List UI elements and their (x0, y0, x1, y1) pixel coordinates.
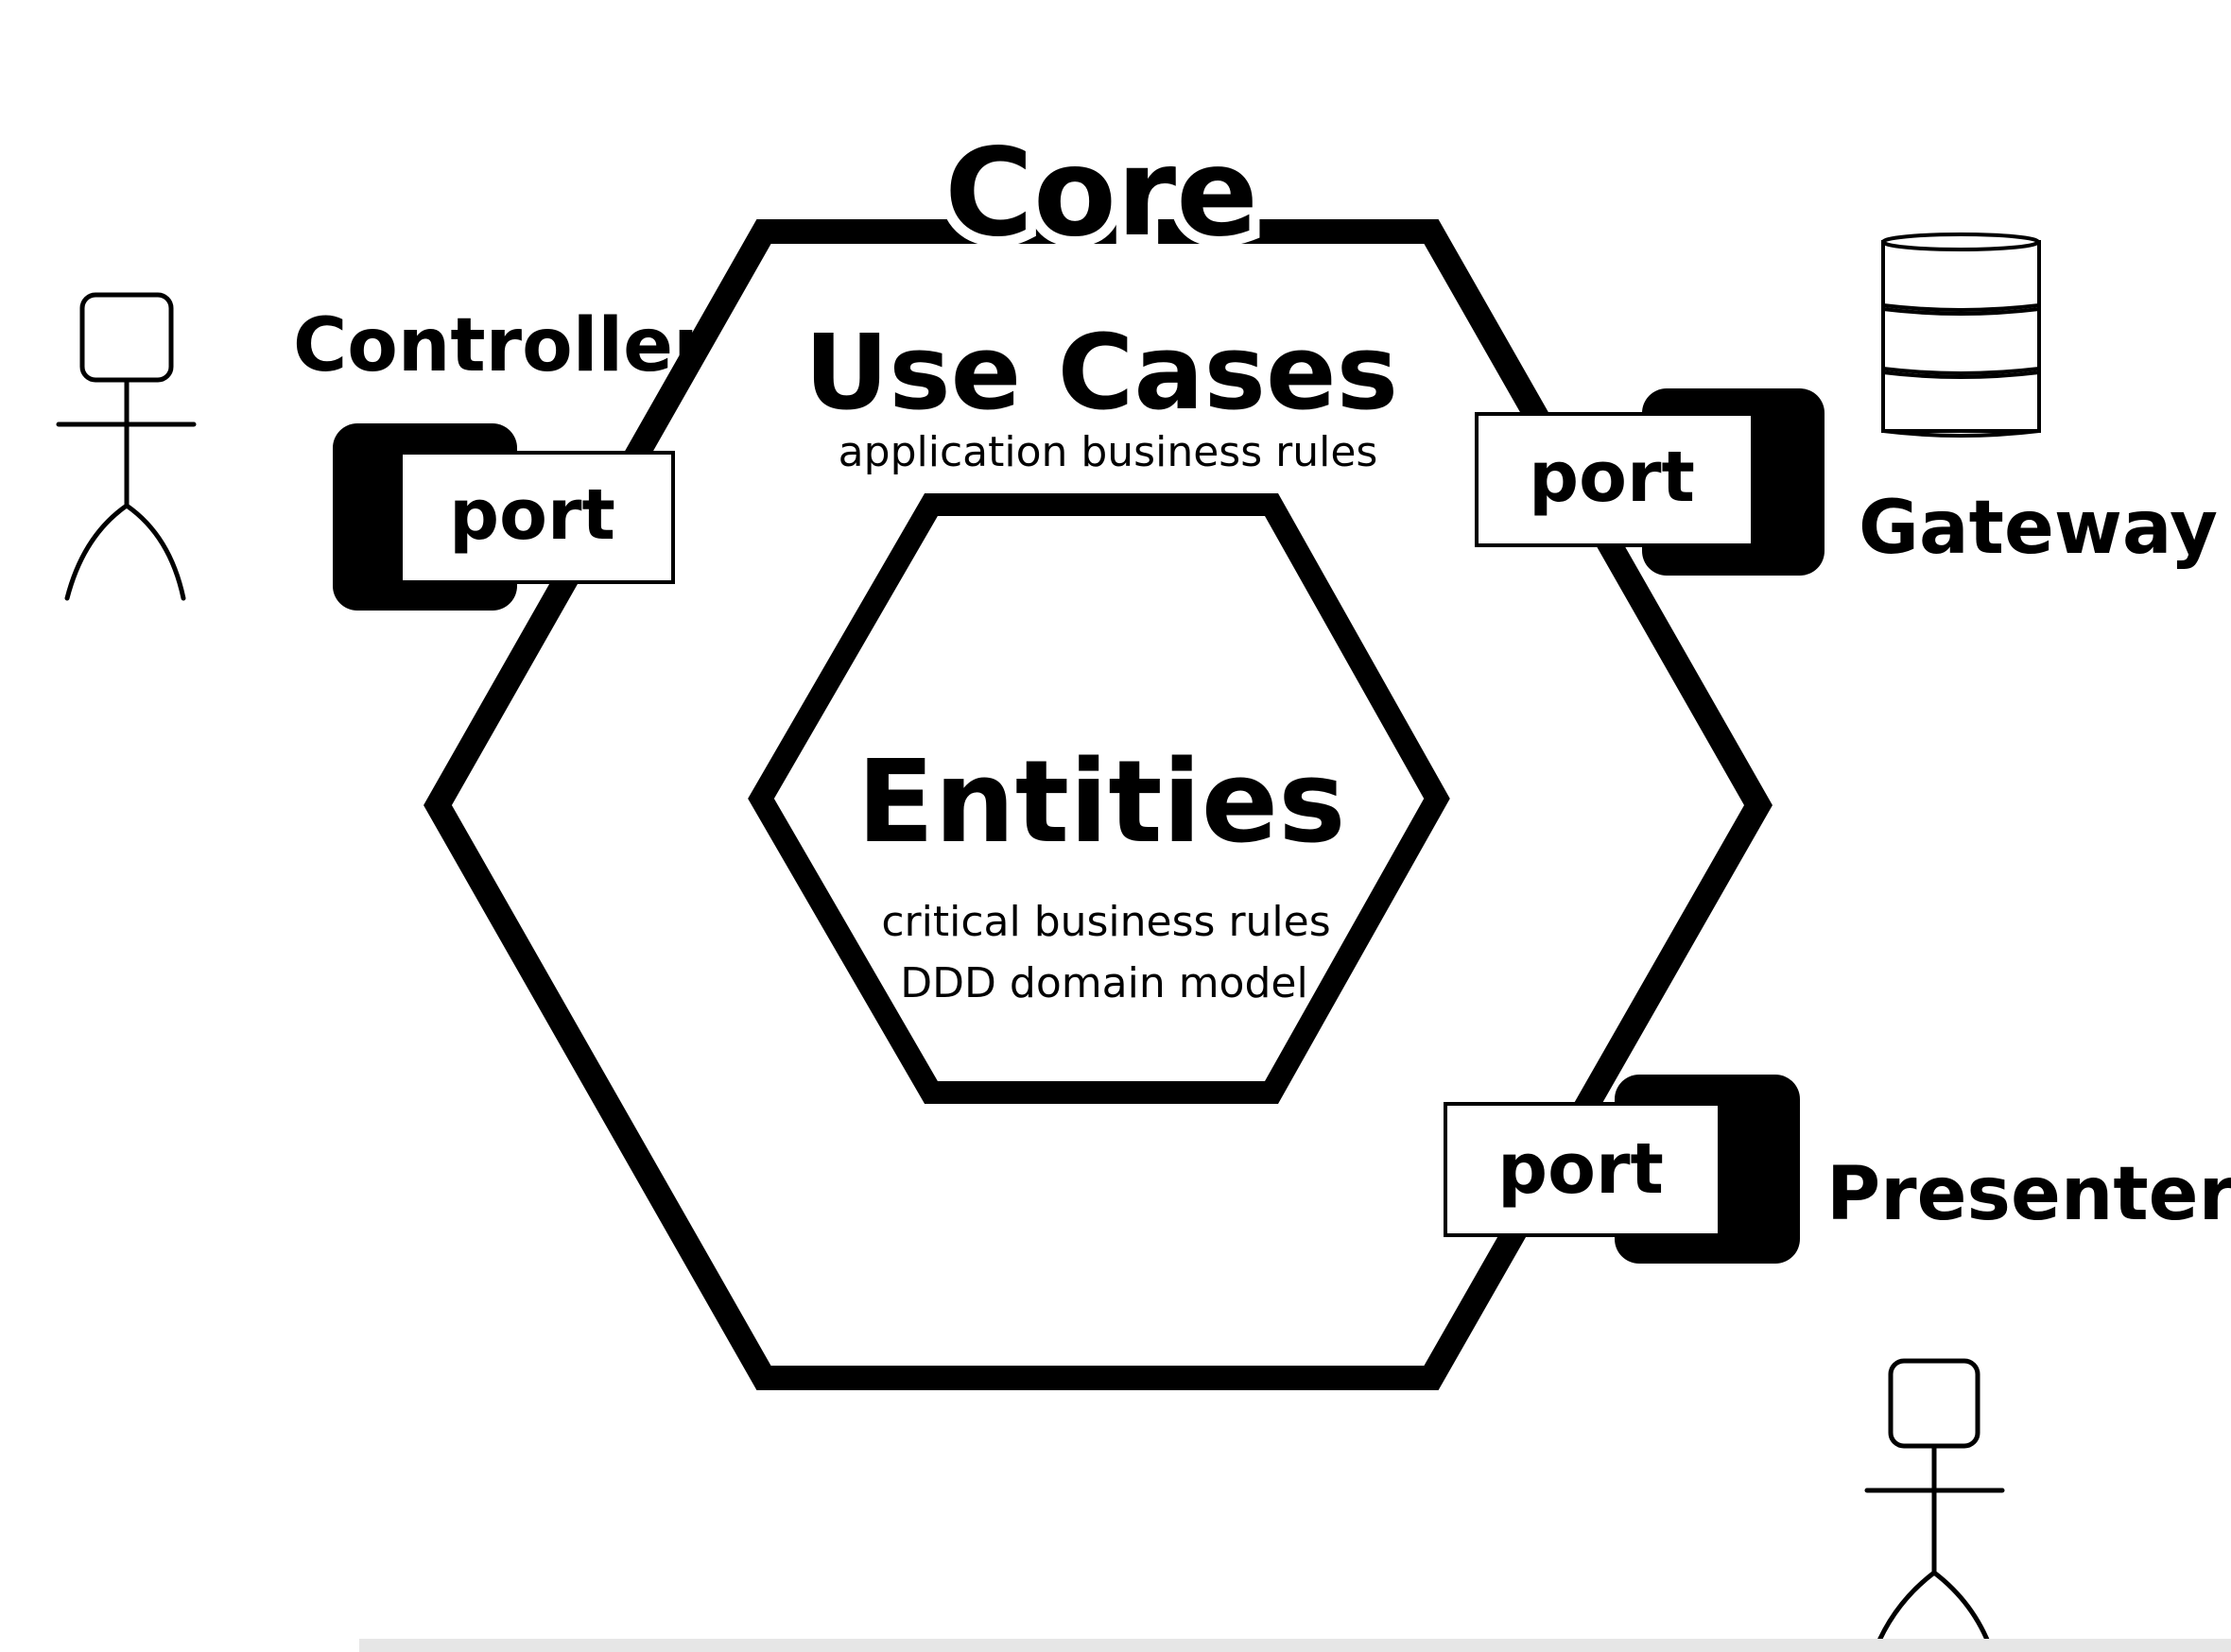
entities-line-2: DDD domain model (900, 959, 1307, 1007)
gateway-port: port (1475, 388, 1825, 576)
presenter-port-label: port (1497, 1128, 1664, 1210)
presenter-label: Presenter (1826, 1152, 2231, 1237)
inner-hexagon-entities (748, 493, 1450, 1104)
bottom-edge-strip (359, 1639, 2231, 1652)
presenter-port: port (1444, 1075, 1800, 1264)
controller-label: Controller (293, 303, 710, 388)
controller-port-box (399, 451, 675, 584)
actor-left-icon (56, 292, 197, 601)
controller-port: port (333, 423, 675, 611)
gateway-label: Gateway (1859, 486, 2218, 571)
database-icon (1881, 232, 2041, 438)
entities-line-1: critical business rules (881, 898, 1330, 946)
actor-bottom-right-icon (1864, 1358, 2005, 1652)
use-cases-subtitle: application business rules (839, 428, 1378, 476)
use-cases-title: Use Cases (804, 312, 1398, 433)
gateway-port-label: port (1529, 437, 1695, 518)
core-title: Core (944, 123, 1258, 264)
entities-title: Entities (856, 737, 1345, 869)
presenter-port-box (1444, 1102, 1721, 1237)
gateway-port-box (1475, 412, 1755, 547)
controller-port-label: port (449, 474, 615, 556)
